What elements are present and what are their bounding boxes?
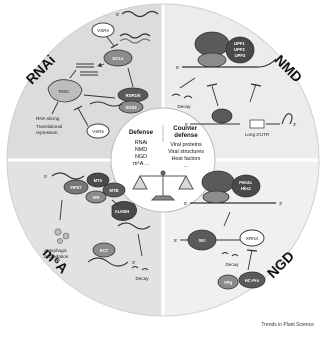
counter-defense-item: Host factors (172, 156, 201, 162)
long-3utr-label: Long 3'UTR (245, 132, 270, 137)
ngd-five-prime-2: 5' (174, 238, 178, 243)
risc-label: RISC (59, 89, 71, 94)
vpg-label: VPg (224, 280, 233, 285)
rnai-five-prime: 5' (116, 12, 120, 17)
ribosome-small (198, 53, 226, 67)
vir-label: VIR (93, 195, 100, 200)
ect-label: ECT (100, 248, 109, 253)
fip37-label: FIP37 (70, 185, 82, 190)
autophagic-degradation-label: Autophagic degradation (44, 248, 69, 259)
ngd-five-prime: 5' (184, 201, 188, 206)
upf-complex-label: UPF1 UPF2 UPF3 (234, 41, 246, 58)
ngd-ribosome-small (203, 191, 229, 203)
alkbh-label: ALKBH (115, 209, 130, 214)
defense-item: m⁶A ... (133, 161, 149, 167)
mta-label: MTA (94, 178, 103, 183)
pelota-label: Pelota Hbs1 (239, 180, 253, 191)
defense-item: RNAi (135, 140, 148, 146)
counter-defense-item: ... (184, 163, 189, 169)
ngd-decay-label: Decay (225, 262, 239, 267)
counter-defense-item: Viral proteins (170, 142, 202, 148)
nmd-five-prime-2: 5' (185, 122, 189, 127)
defense-list: RNAiNMDNGDm⁶A ... (133, 140, 149, 167)
m6a-five-prime: 5' (44, 174, 48, 179)
counter-title-line2: defense (174, 132, 198, 139)
vsrs-bottom-label: VSRs (92, 129, 104, 134)
defense-item: NMD (135, 147, 147, 153)
defense-title: Defense (129, 129, 154, 136)
nmd-three-prime: 3' (293, 122, 297, 127)
long-3utr-bar (250, 120, 264, 128)
vsrs-top-label: VSRs (97, 28, 109, 33)
hc-pro-label: HC-Pro (245, 278, 260, 283)
ski-label: SKI (199, 238, 206, 243)
m6a-decay-label: Decay (135, 276, 149, 281)
counter-defense-item: Viral structures (168, 149, 204, 155)
sgs3-label: SGS3 (125, 105, 137, 110)
defense-item: NGD (135, 154, 147, 160)
nmd-five-prime: 5' (176, 65, 180, 70)
ribosome-large (195, 32, 229, 56)
nmd-decay-label: Decay (177, 104, 191, 109)
m6a-three-prime: 3' (132, 260, 136, 265)
rdr-label: RDR1/6 (126, 93, 142, 98)
ngd-three-prime: 3' (279, 201, 283, 206)
nmd-ribosome-2 (212, 109, 232, 123)
mtb-label: MTB (109, 188, 118, 193)
ngd-ribosome-large (202, 171, 234, 193)
credit-text: Trends in Plant Science (261, 322, 314, 328)
counter-title: Counter defense (173, 125, 198, 139)
rna-slicing-label: RNA slicing (36, 116, 60, 121)
dcls-label: DCLs (113, 56, 125, 61)
xrn4-label: XRN4 (246, 236, 259, 241)
